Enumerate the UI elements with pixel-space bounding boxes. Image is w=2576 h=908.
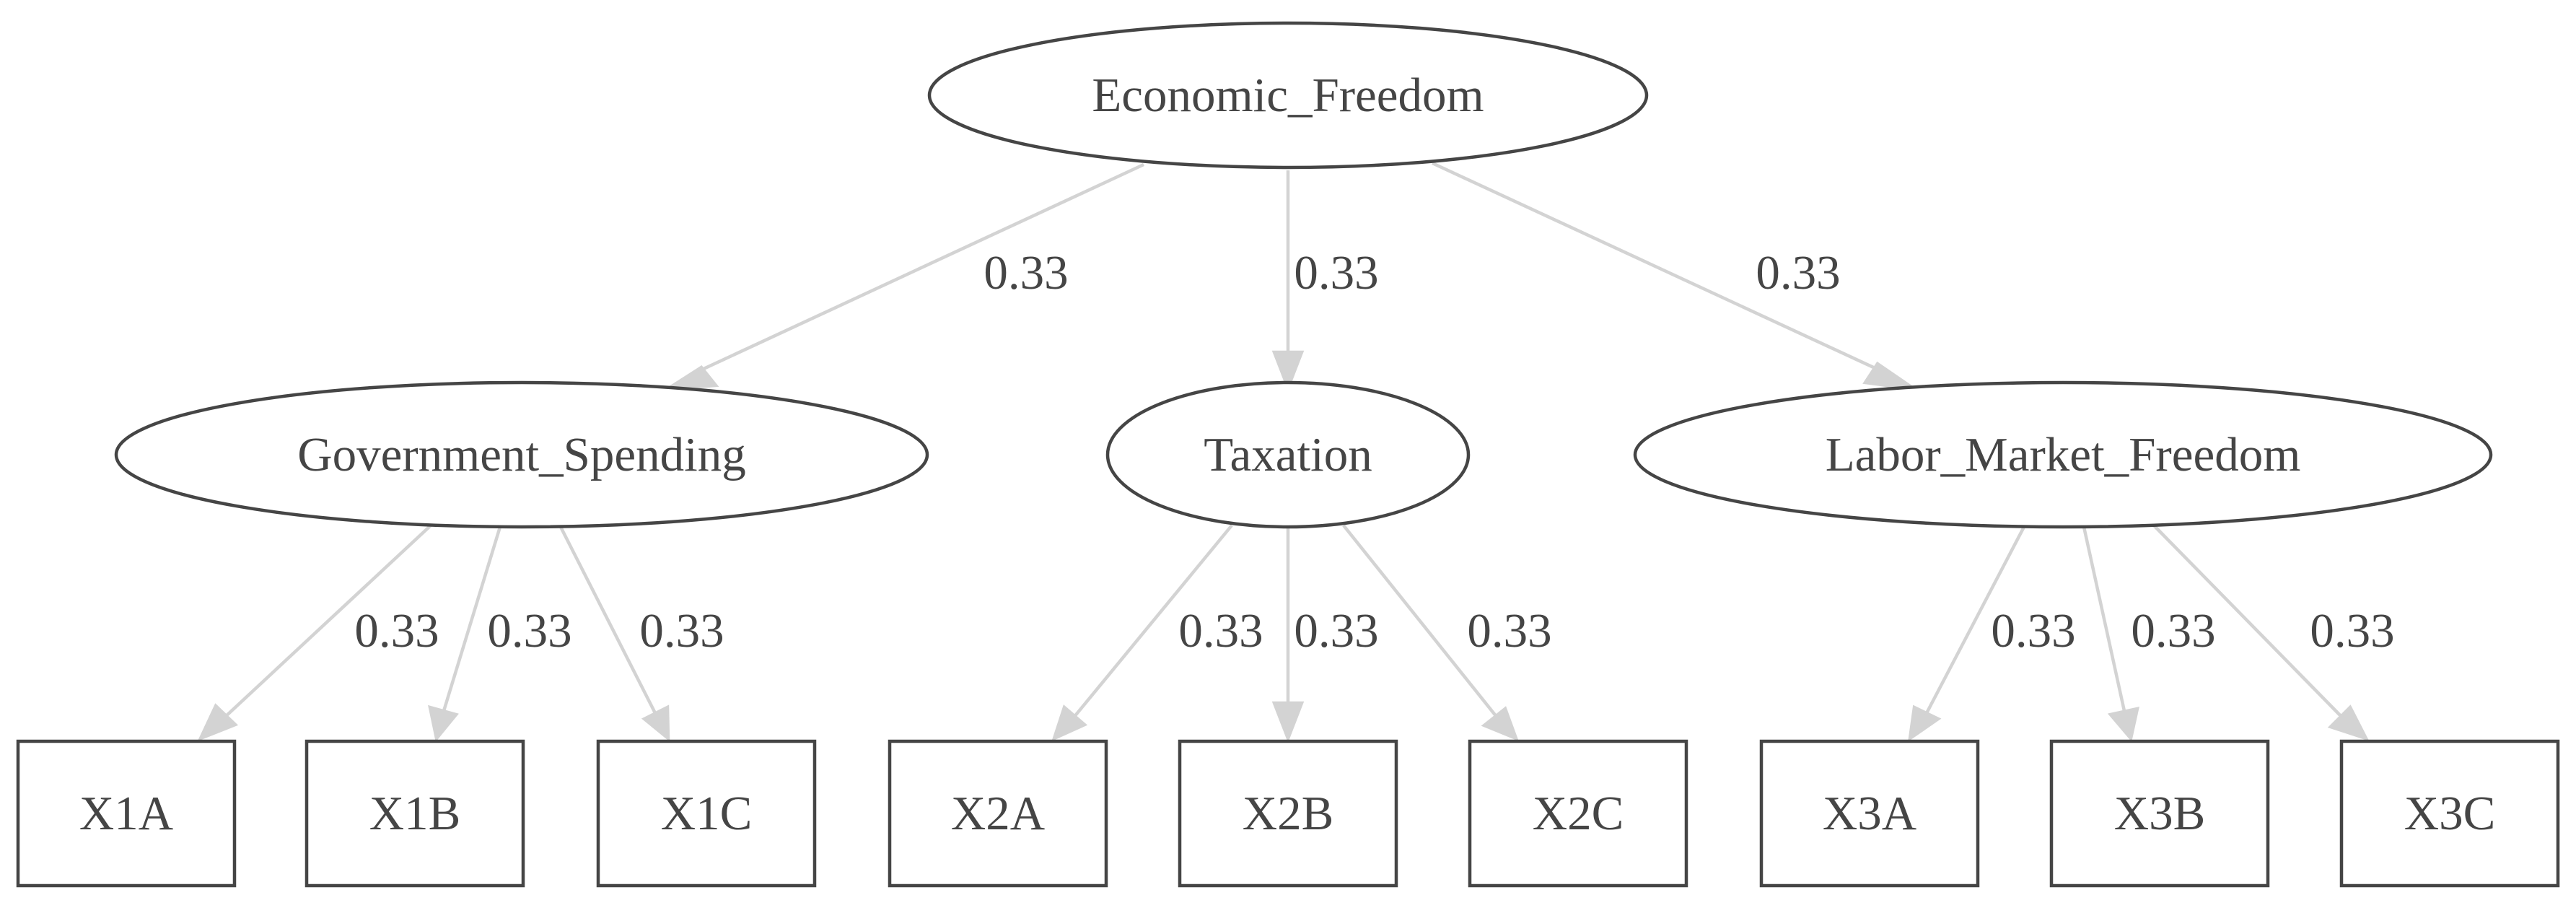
node-box: [1178, 739, 1398, 888]
node-x3c: X3C: [2339, 739, 2560, 888]
edge-line: [222, 524, 432, 720]
edge-taxation-to-x2c: 0.33: [1342, 524, 1552, 742]
edge-weight-label: 0.33: [1178, 604, 1263, 658]
arrow-head: [1908, 704, 1942, 742]
node-taxation: Taxation: [1105, 380, 1471, 529]
arrow-head: [1051, 704, 1088, 742]
edge-government-spending-to-x1a: 0.33: [197, 524, 439, 742]
node-ellipse: [114, 380, 929, 529]
edge-line: [2152, 524, 2344, 720]
node-labor-market-freedom: Labor_Market_Freedom: [1633, 380, 2493, 529]
edge-weight-label: 0.33: [487, 604, 571, 658]
node-label: X1C: [661, 787, 753, 840]
arrow-head: [2107, 707, 2139, 742]
node-label: X2C: [1533, 787, 1624, 840]
node-box: [2049, 739, 2270, 888]
node-box: [596, 739, 817, 888]
node-label: X2A: [951, 787, 1045, 840]
edge-economic-freedom-to-taxation: 0.33: [1271, 170, 1379, 393]
node-label: Taxation: [1204, 428, 1372, 481]
arrow-head: [1481, 706, 1519, 742]
edge-labor-market-freedom-to-x3b: 0.33: [2082, 526, 2216, 742]
node-ellipse: [927, 21, 1649, 170]
node-label: X1A: [79, 787, 173, 840]
arrow-head: [1862, 361, 1916, 391]
node-label: X1B: [369, 787, 461, 840]
node-box: [1468, 739, 1688, 888]
edge-line: [1432, 161, 1890, 377]
edge-line: [2082, 526, 2126, 712]
node-label: X3A: [1823, 787, 1916, 840]
edge-weight-label: 0.33: [639, 604, 724, 658]
node-ellipse: [1633, 380, 2493, 529]
edge-line: [1925, 525, 2025, 715]
edge-weight-label: 0.33: [1294, 246, 1378, 300]
node-box: [888, 739, 1108, 888]
node-x1a: X1A: [16, 739, 237, 888]
arrow-head: [2327, 704, 2370, 741]
arrow-head: [197, 703, 239, 742]
node-box: [16, 739, 237, 888]
edge-weight-label: 0.33: [983, 246, 1068, 300]
edge-line: [558, 525, 657, 715]
arrow-head: [1271, 701, 1305, 743]
arrow-head: [1271, 350, 1305, 393]
node-economic-freedom: Economic_Freedom: [927, 21, 1649, 170]
edge-labor-market-freedom-to-x3c: 0.33: [2152, 524, 2395, 741]
edge-labor-market-freedom-to-x3a: 0.33: [1908, 525, 2076, 742]
node-x2a: X2A: [888, 739, 1108, 888]
node-label: Labor_Market_Freedom: [1826, 428, 2301, 481]
node-ellipse: [1105, 380, 1471, 529]
edge-weight-label: 0.33: [2131, 604, 2215, 658]
node-x3b: X3B: [2049, 739, 2270, 888]
edge-taxation-to-x2b: 0.33: [1271, 527, 1379, 743]
node-label: X3B: [2114, 787, 2206, 840]
node-x2b: X2B: [1178, 739, 1398, 888]
node-box: [1759, 739, 1980, 888]
node-x1b: X1B: [305, 739, 525, 888]
node-label: Government_Spending: [297, 428, 746, 481]
edge-weight-label: 0.33: [2310, 604, 2394, 658]
edge-line: [1342, 524, 1498, 718]
node-label: X3C: [2404, 787, 2496, 840]
edge-line: [692, 162, 1144, 376]
arrow-head: [428, 704, 459, 743]
node-x1c: X1C: [596, 739, 817, 888]
edge-government-spending-to-x1c: 0.33: [558, 525, 724, 742]
edge-weight-label: 0.33: [1467, 604, 1551, 658]
edge-weight-label: 0.33: [1294, 604, 1378, 658]
node-x3a: X3A: [1759, 739, 1980, 888]
edge-weight-label: 0.33: [1991, 604, 2075, 658]
edge-line: [442, 526, 502, 712]
edge-government-spending-to-x1b: 0.33: [428, 526, 572, 743]
node-label: X2B: [1243, 787, 1334, 840]
edge-line: [1072, 524, 1233, 719]
edge-weight-label: 0.33: [354, 604, 439, 658]
edge-economic-freedom-to-government-spending: 0.33: [666, 162, 1144, 391]
node-box: [305, 739, 525, 888]
arrow-head: [666, 365, 719, 391]
node-x2c: X2C: [1468, 739, 1688, 888]
node-government-spending: Government_Spending: [114, 380, 929, 529]
arrow-head: [641, 704, 670, 742]
node-label: Economic_Freedom: [1092, 69, 1484, 122]
edge-weight-label: 0.33: [1756, 246, 1840, 300]
node-box: [2339, 739, 2560, 888]
edge-economic-freedom-to-labor-market-freedom: 0.33: [1432, 161, 1916, 391]
edge-taxation-to-x2a: 0.33: [1051, 524, 1263, 742]
